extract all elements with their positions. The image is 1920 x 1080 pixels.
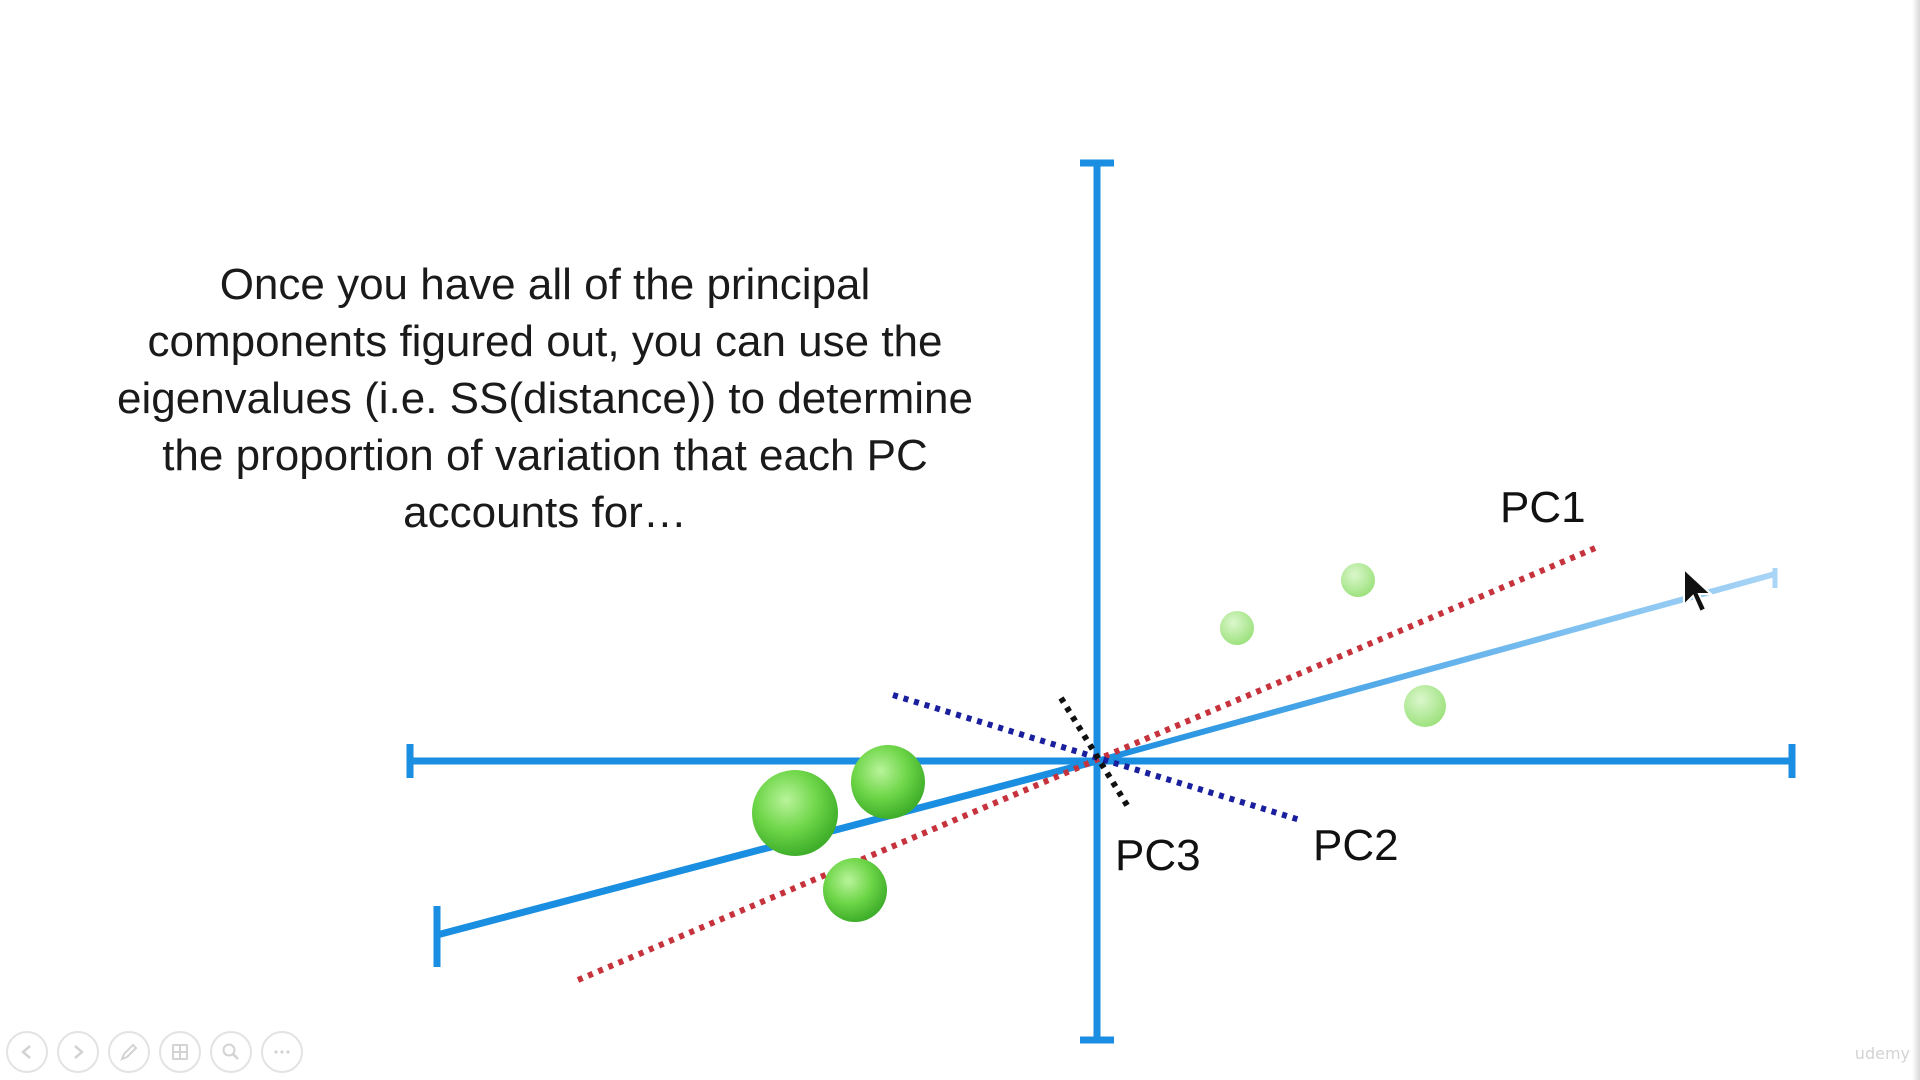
watermark-logo: udemy: [1854, 1044, 1910, 1063]
caption-line: eigenvalues (i.e. SS(distance)) to deter…: [117, 374, 973, 423]
next-icon[interactable]: [57, 1031, 99, 1073]
caption-line: the proportion of variation that each PC: [162, 431, 928, 480]
slides-icon[interactable]: [159, 1031, 201, 1073]
previous-icon[interactable]: [6, 1031, 48, 1073]
pc2-label: PC2: [1313, 821, 1399, 870]
data-point: [1220, 611, 1254, 645]
depth-axis: [433, 568, 1778, 967]
pen-icon[interactable]: [108, 1031, 150, 1073]
window-edge: [1912, 0, 1920, 1080]
more-icon[interactable]: [261, 1031, 303, 1073]
data-point: [752, 770, 838, 856]
zoom-icon[interactable]: [210, 1031, 252, 1073]
pc1-label: PC1: [1500, 483, 1586, 532]
pc1-line: [576, 543, 1602, 983]
caption-line: accounts for…: [403, 488, 687, 537]
data-point: [823, 858, 887, 922]
pc3-label: PC3: [1115, 831, 1201, 880]
caption-text: Once you have all of the principal compo…: [60, 256, 1030, 541]
caption-line: Once you have all of the principal: [219, 260, 871, 309]
data-point: [1404, 685, 1446, 727]
data-point: [851, 745, 925, 819]
mouse-cursor-icon: [1683, 567, 1714, 614]
caption-line: components figured out, you can use the: [147, 317, 943, 366]
slideshow-controls: [6, 1031, 303, 1075]
vertical-axis: [1080, 159, 1114, 1044]
data-point: [1341, 563, 1375, 597]
